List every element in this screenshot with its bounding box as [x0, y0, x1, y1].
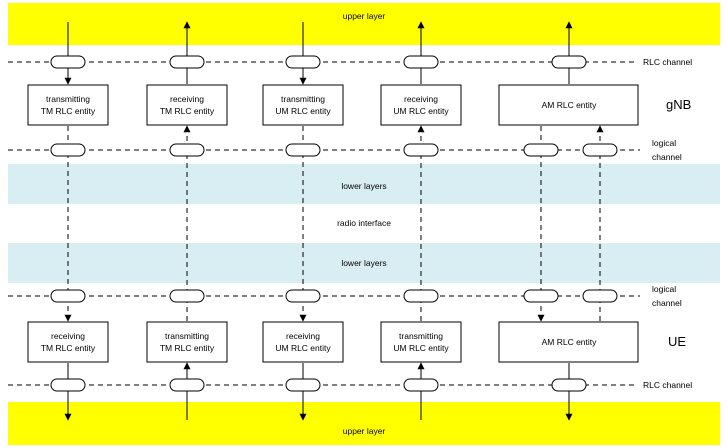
- gnb-entity-1: transmitting TM RLC entity: [27, 84, 109, 126]
- entity-line2: UM RLC entity: [275, 343, 331, 353]
- sap-rlc-bottom-3: [285, 378, 321, 392]
- sap-rlc-bottom-1: [50, 378, 86, 392]
- sap-logical-bottom-3: [285, 289, 321, 303]
- ue-entity-am: AM RLC entity: [498, 321, 639, 363]
- entity-line1: transmitting: [281, 94, 325, 104]
- ue-entity-2: transmitting TM RLC entity: [146, 321, 228, 363]
- sap-logical-bottom-1: [50, 289, 86, 303]
- entity-line1: receiving: [404, 94, 438, 104]
- ue-entity-1: receiving TM RLC entity: [27, 321, 109, 363]
- sap-rlc-top-3: [285, 55, 321, 69]
- ue-entity-4: transmitting UM RLC entity: [380, 321, 462, 363]
- entity-line2: TM RLC entity: [41, 343, 96, 353]
- sap-rlc-bottom-4: [403, 378, 439, 392]
- rlc-channel-label-top: RLC channel: [643, 57, 692, 67]
- gnb-entity-3: transmitting UM RLC entity: [262, 84, 344, 126]
- entity-line1: AM RLC entity: [542, 337, 598, 347]
- gnb-entity-2: receiving TM RLC entity: [146, 84, 228, 126]
- entity-line1: transmitting: [399, 331, 443, 341]
- sap-logical-top-am-right: [582, 143, 618, 157]
- entity-line1: receiving: [51, 331, 85, 341]
- logical-channel-label-bottom-1: logical: [652, 284, 676, 294]
- ue-label: UE: [668, 334, 686, 349]
- sap-rlc-bottom-2: [169, 378, 205, 392]
- sap-logical-bottom-4: [403, 289, 439, 303]
- sap-logical-bottom-2: [169, 289, 205, 303]
- sap-logical-top-1: [50, 143, 86, 157]
- sap-rlc-top-4: [403, 55, 439, 69]
- lower-layers-label-gnb: lower layers: [341, 181, 386, 191]
- lower-layers-band-gnb: [8, 164, 720, 204]
- logical-channel-label-top-1: logical: [652, 138, 676, 148]
- entity-line2: UM RLC entity: [275, 106, 331, 116]
- sap-logical-bottom-am-right: [582, 289, 618, 303]
- entity-line1: AM RLC entity: [542, 100, 598, 110]
- sap-logical-top-3: [285, 143, 321, 157]
- sap-rlc-bottom-am: [551, 378, 587, 392]
- logical-channel-label-bottom-2: channel: [652, 298, 682, 308]
- lower-layers-band-ue: [8, 243, 720, 283]
- entity-line2: UM RLC entity: [393, 106, 449, 116]
- upper-layer-band-top: [8, 3, 720, 45]
- upper-layer-label-bottom: upper layer: [343, 426, 386, 436]
- sap-logical-top-4: [403, 143, 439, 157]
- sap-logical-bottom-am-left: [523, 289, 559, 303]
- sap-rlc-top-am: [551, 55, 587, 69]
- entity-line1: transmitting: [165, 331, 209, 341]
- entity-line2: TM RLC entity: [160, 106, 215, 116]
- sap-logical-top-am-left: [523, 143, 559, 157]
- entity-line1: transmitting: [46, 94, 90, 104]
- entity-line2: TM RLC entity: [160, 343, 215, 353]
- ue-entity-3: receiving UM RLC entity: [262, 321, 344, 363]
- entity-line2: TM RLC entity: [41, 106, 96, 116]
- upper-layer-band-bottom: [8, 402, 720, 445]
- sap-rlc-top-1: [50, 55, 86, 69]
- sap-rlc-top-2: [169, 55, 205, 69]
- rlc-channel-label-bottom: RLC channel: [643, 380, 692, 390]
- radio-interface-label: radio interface: [337, 218, 391, 228]
- gnb-entity-4: receiving UM RLC entity: [380, 84, 462, 126]
- gnb-entity-am: AM RLC entity: [498, 84, 639, 126]
- entity-line1: receiving: [170, 94, 204, 104]
- sap-logical-top-2: [169, 143, 205, 157]
- logical-channel-label-top-2: channel: [652, 152, 682, 162]
- entity-line1: receiving: [286, 331, 320, 341]
- lower-layers-label-ue: lower layers: [341, 258, 386, 268]
- upper-layer-label-top: upper layer: [343, 11, 386, 21]
- gnb-label: gNB: [666, 97, 691, 112]
- service-access-points: [50, 55, 618, 392]
- entity-line2: UM RLC entity: [393, 343, 449, 353]
